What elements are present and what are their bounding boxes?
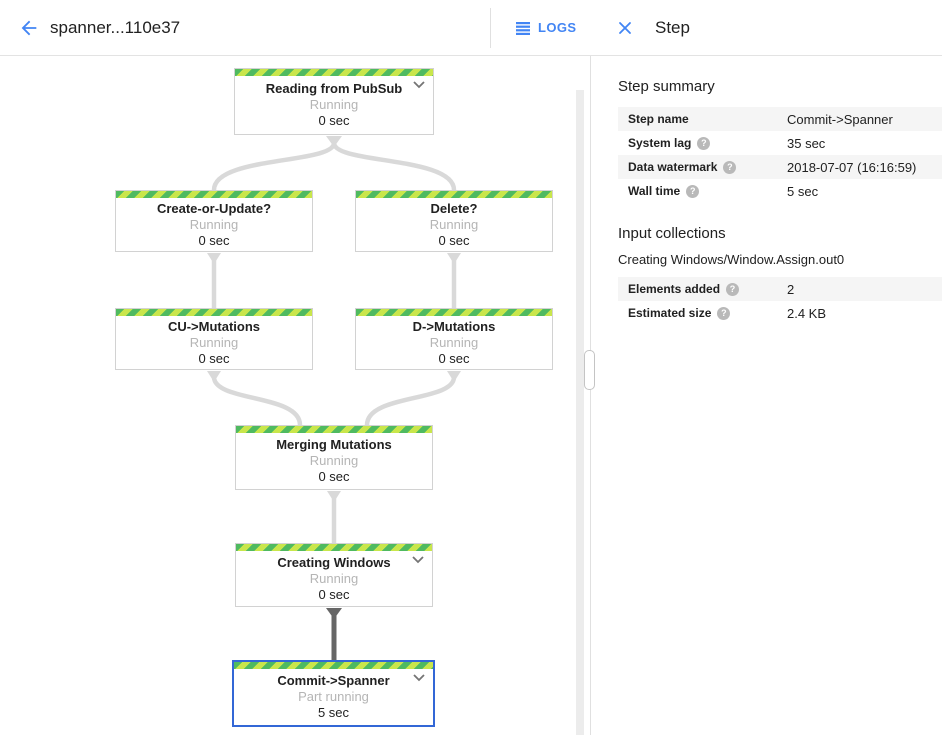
node-creating-windows[interactable]: Creating Windows Running 0 sec <box>235 543 433 607</box>
step-summary-heading: Step summary <box>618 78 715 95</box>
running-stripe <box>116 191 312 198</box>
table-row: Step name Commit->Spanner <box>618 107 942 131</box>
row-label: Data watermark <box>618 160 787 174</box>
node-commit-spanner[interactable]: Commit->Spanner Part running 5 sec <box>232 660 435 727</box>
pipeline-edges <box>207 136 461 660</box>
node-title: Delete? <box>430 200 478 216</box>
logs-label: LOGS <box>538 20 577 35</box>
row-label: Wall time <box>618 184 787 198</box>
node-reading-from-pubsub[interactable]: Reading from PubSub Running 0 sec <box>234 68 434 135</box>
panel-resize-handle[interactable] <box>584 350 595 390</box>
table-row: Estimated size 2.4 KB <box>618 301 942 325</box>
row-label: Estimated size <box>618 306 787 320</box>
node-title: Commit->Spanner <box>277 673 390 688</box>
running-stripe <box>356 191 552 198</box>
node-time: 5 sec <box>317 705 350 720</box>
help-icon[interactable] <box>726 282 740 296</box>
input-collections-table: Elements added 2 Estimated size 2.4 KB <box>618 277 942 325</box>
node-d-mutations[interactable]: D->Mutations Running 0 sec <box>355 308 553 370</box>
chevron-down-icon[interactable] <box>412 556 424 564</box>
row-label: System lag <box>618 136 787 150</box>
chevron-down-icon[interactable] <box>413 674 425 682</box>
running-stripe <box>236 426 432 433</box>
running-stripe <box>234 662 433 669</box>
back-button[interactable] <box>12 11 46 45</box>
panel-title: Step <box>655 18 690 37</box>
row-value: 2.4 KB <box>787 305 827 321</box>
node-status: Running <box>429 334 479 350</box>
node-status: Running <box>309 97 359 112</box>
help-icon[interactable] <box>717 306 731 320</box>
panel-close-button[interactable] <box>608 11 642 45</box>
node-title: CU->Mutations <box>167 318 261 334</box>
header-divider <box>490 8 491 48</box>
row-value: 2 <box>787 281 795 297</box>
node-merging-mutations[interactable]: Merging Mutations Running 0 sec <box>235 425 433 490</box>
running-stripe <box>116 309 312 316</box>
row-value: 35 sec <box>787 135 826 151</box>
chevron-down-icon[interactable] <box>413 81 425 89</box>
node-create-or-update[interactable]: Create-or-Update? Running 0 sec <box>115 190 313 252</box>
table-row: Data watermark 2018-07-07 (16:16:59) <box>618 155 942 179</box>
node-delete[interactable]: Delete? Running 0 sec <box>355 190 553 252</box>
help-icon[interactable] <box>697 136 711 150</box>
row-value: Commit->Spanner <box>787 111 893 127</box>
running-stripe <box>356 309 552 316</box>
logs-button[interactable]: LOGS <box>505 0 586 55</box>
node-status: Running <box>309 570 359 586</box>
top-header: spanner...110e37 LOGS Step <box>0 0 942 56</box>
running-stripe <box>235 69 433 76</box>
node-title: Merging Mutations <box>276 437 392 452</box>
node-title: Create-or-Update? <box>156 200 272 216</box>
table-row: System lag 35 sec <box>618 131 942 155</box>
input-collection-name: Creating Windows/Window.Assign.out0 <box>618 252 845 267</box>
row-value: 5 sec <box>787 183 819 199</box>
node-status: Running <box>189 216 239 232</box>
step-panel: Step summary Step name Commit->Spanner S… <box>591 56 942 735</box>
node-title: Creating Windows <box>277 554 391 570</box>
row-value: 2018-07-07 (16:16:59) <box>787 159 917 175</box>
node-status: Running <box>309 453 359 468</box>
help-icon[interactable] <box>723 160 737 174</box>
arrow-back-icon <box>21 20 37 36</box>
pipeline-graph: Reading from PubSub Running 0 sec Create… <box>0 56 590 735</box>
node-time: 0 sec <box>198 232 230 248</box>
row-label: Elements added <box>618 282 787 296</box>
node-status: Part running <box>298 689 369 704</box>
logs-list-icon <box>516 21 530 35</box>
node-time: 0 sec <box>198 350 230 366</box>
node-status: Running <box>429 216 479 232</box>
node-title: D->Mutations <box>412 318 496 334</box>
running-stripe <box>236 544 432 551</box>
row-label: Step name <box>628 112 689 126</box>
table-row: Elements added 2 <box>618 277 942 301</box>
close-icon <box>619 22 631 34</box>
node-time: 0 sec <box>438 350 470 366</box>
step-summary-table: Step name Commit->Spanner System lag 35 … <box>618 107 942 203</box>
node-title: Reading from PubSub <box>265 81 403 96</box>
input-collections-heading: Input collections <box>618 225 726 242</box>
node-time: 0 sec <box>318 113 350 128</box>
node-time: 0 sec <box>438 232 470 248</box>
node-cu-mutations[interactable]: CU->Mutations Running 0 sec <box>115 308 313 370</box>
node-time: 0 sec <box>318 586 350 602</box>
node-time: 0 sec <box>318 469 350 484</box>
job-title: spanner...110e37 <box>50 18 181 37</box>
graph-scrollbar[interactable] <box>576 90 584 735</box>
node-status: Running <box>189 334 239 350</box>
table-row: Wall time 5 sec <box>618 179 942 203</box>
help-icon[interactable] <box>686 184 700 198</box>
